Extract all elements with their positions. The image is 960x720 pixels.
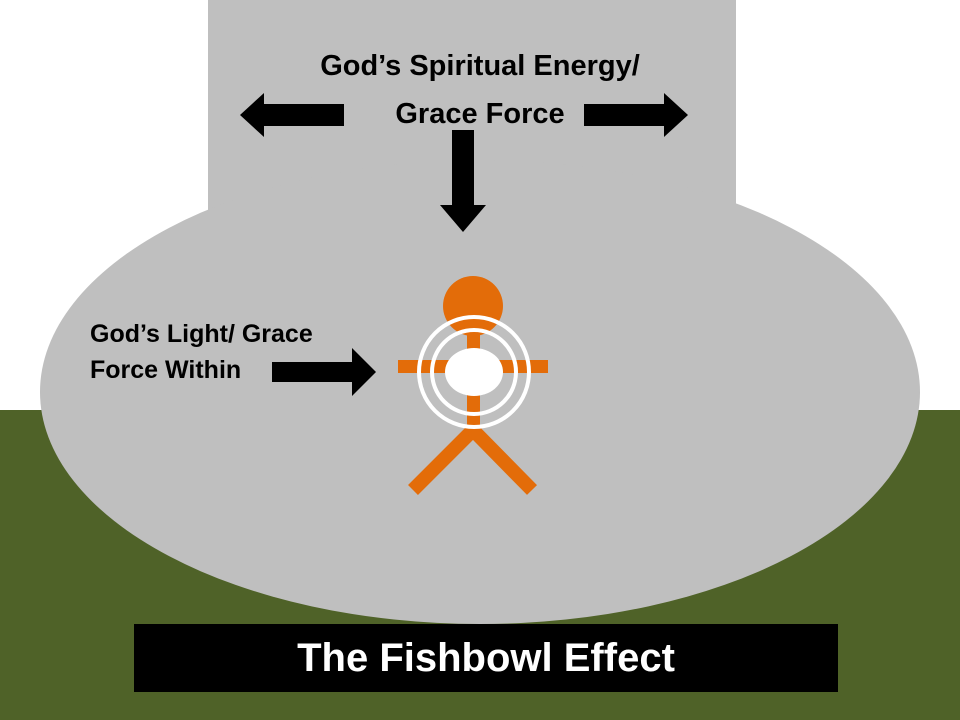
- left-arrow-icon: [240, 93, 344, 137]
- left-label: God’s Light/ Grace Force Within: [90, 316, 360, 388]
- outer-light-ring: [417, 315, 531, 429]
- figure-right-leg: [468, 425, 537, 495]
- right-arrow-icon: [584, 93, 688, 137]
- inward-arrow-icon: [272, 348, 376, 396]
- down-arrow-icon: [440, 130, 486, 232]
- middle-light-ring: [430, 328, 518, 416]
- title-bar: The Fishbowl Effect: [134, 624, 838, 692]
- inner-light: [417, 315, 531, 429]
- left-label-line2: Force Within: [90, 356, 242, 384]
- top-label-line1: God’s Spiritual Energy/: [320, 50, 640, 82]
- top-label-line2: Grace Force: [395, 98, 565, 130]
- slide-title: The Fishbowl Effect: [297, 635, 675, 680]
- light-core: [445, 348, 503, 396]
- figure-left-leg: [408, 425, 478, 495]
- top-label: God’s Spiritual Energy/ Grace Force: [230, 42, 730, 138]
- left-label-line1: God’s Light/ Grace: [90, 320, 313, 348]
